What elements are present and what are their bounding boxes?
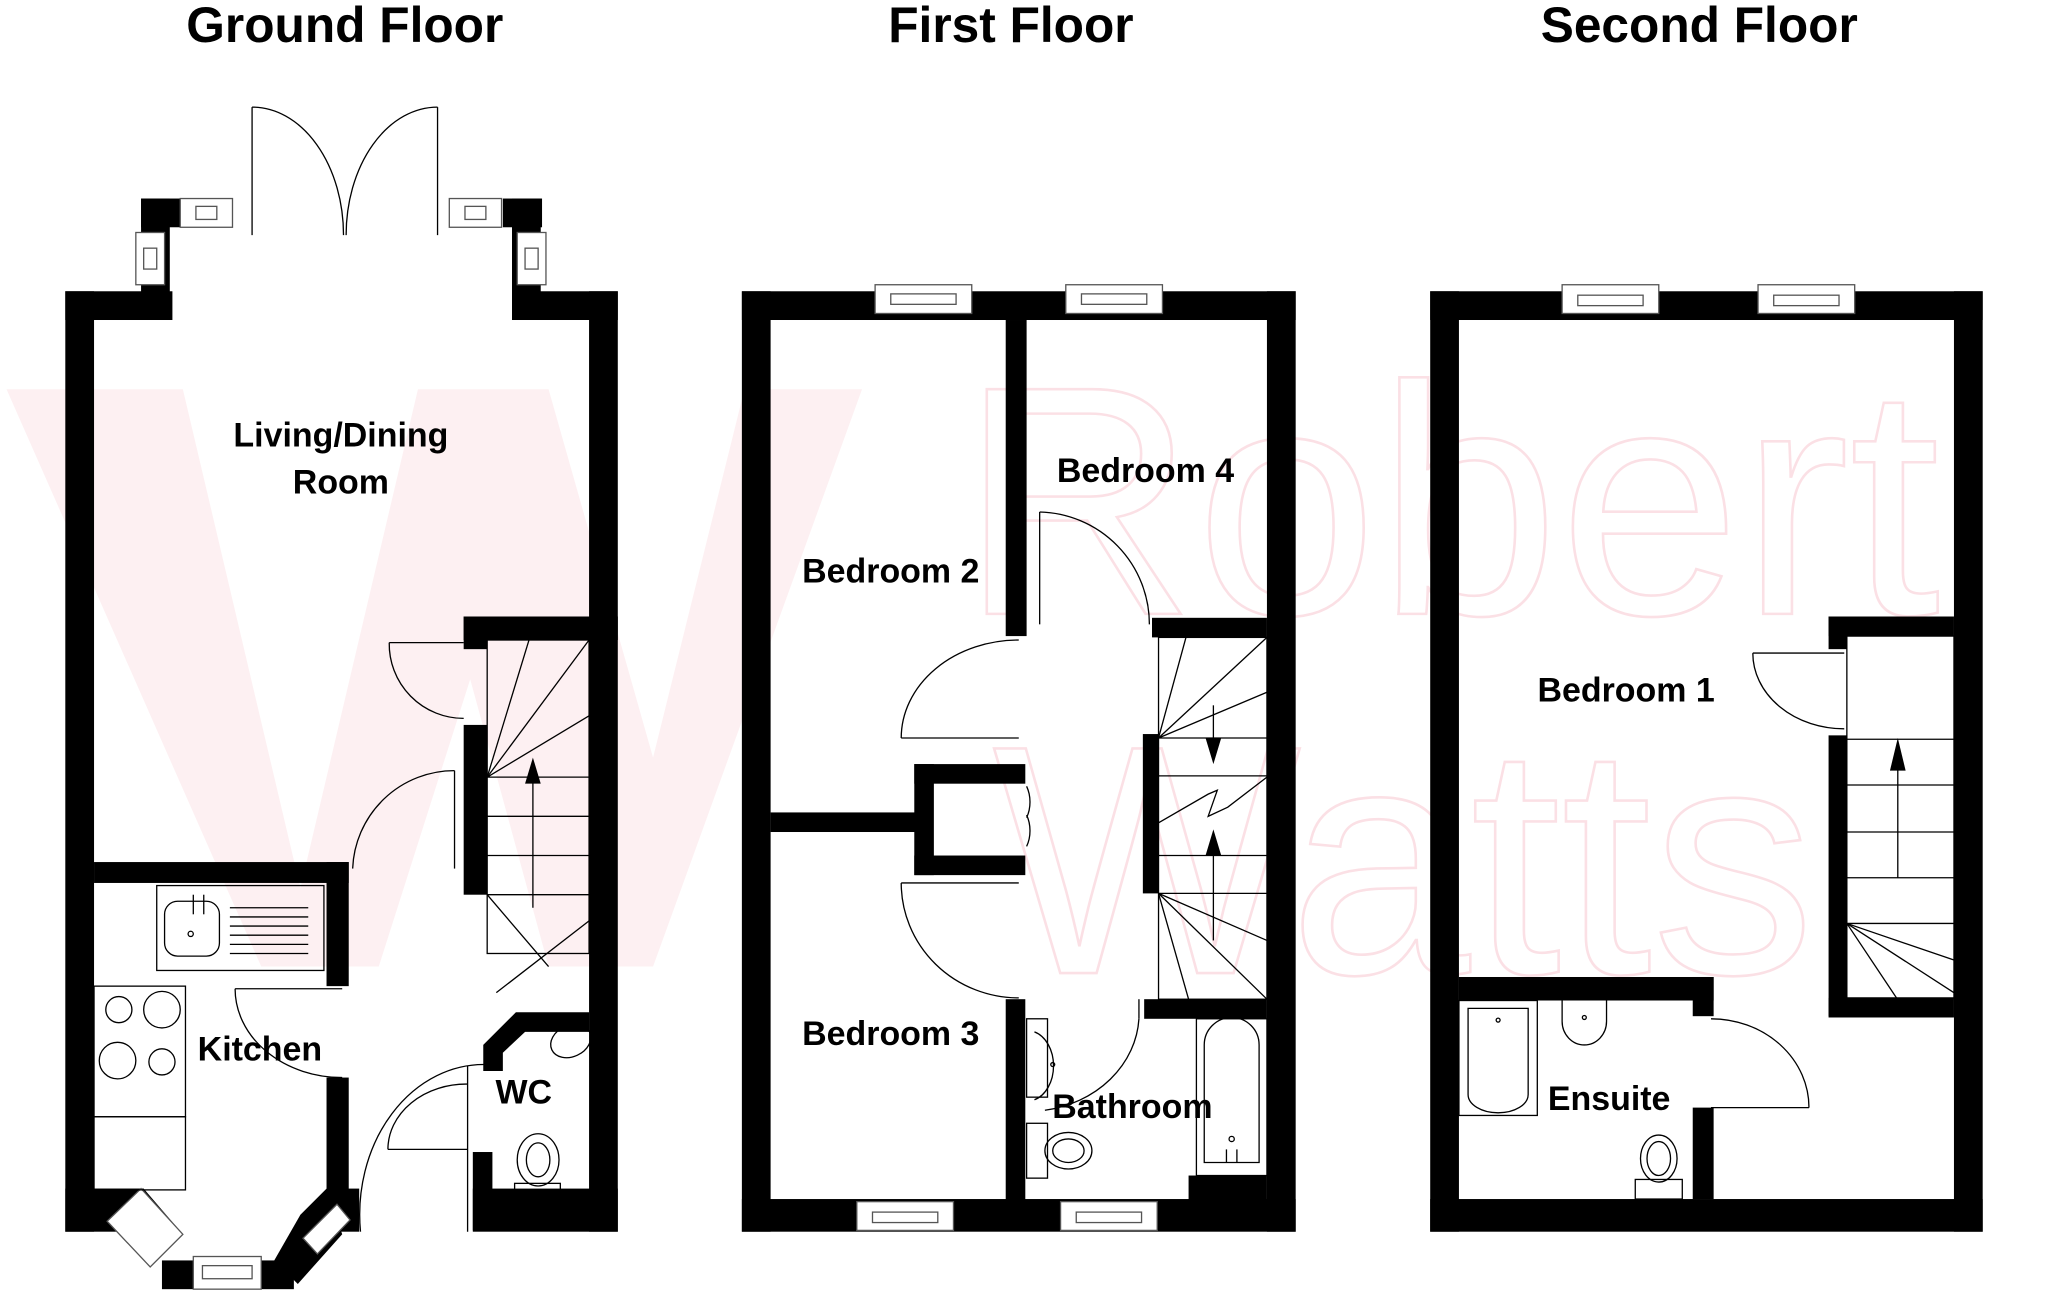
ensuite-bath: [1458, 999, 1538, 1117]
bathroom-door[interactable]: [1044, 999, 1140, 1111]
living-room-door[interactable]: [352, 769, 456, 869]
french-doors[interactable]: [251, 106, 439, 236]
rear-window-right: [448, 197, 547, 286]
bathroom-toilet: [1025, 1122, 1093, 1179]
room-label-ensuite: Ensuite: [1548, 1080, 1671, 1118]
bay-window-right: [302, 1203, 351, 1255]
bathroom-basin: [1025, 1018, 1056, 1101]
ensuite-basin: [1561, 1000, 1608, 1046]
room-label-bedroom-2: Bedroom 2: [802, 553, 979, 591]
room-label-bedroom-3: Bedroom 3: [802, 1015, 979, 1053]
first-floor-plan: Bedroom 2 Bedroom 4 Bedroom 3 Bathroom: [741, 284, 1296, 1232]
wc-toilet: [513, 1133, 561, 1208]
airing-cupboard-doors[interactable]: [1026, 786, 1031, 847]
room-label-living-dining-line2: Room: [293, 464, 389, 502]
rear-window-left: [135, 197, 234, 286]
stair-direction-arrow: [525, 757, 541, 784]
kitchen-hob: [93, 985, 187, 1118]
room-label-living-dining: Living/Dining: [233, 417, 448, 455]
ground-floor-staircase[interactable]: [486, 639, 590, 994]
stair-down-arrow: [1205, 737, 1222, 765]
ground-floor-title: Ground Floor: [186, 0, 503, 53]
kitchen-counter: [93, 1116, 187, 1191]
second-floor-title: Second Floor: [1541, 0, 1858, 53]
bedroom-1-door[interactable]: [1752, 652, 1845, 730]
bay-window-left: [106, 1187, 184, 1268]
second-floor-staircase[interactable]: [1846, 635, 1955, 999]
ensuite-toilet: [1634, 1134, 1683, 1200]
ensuite-door[interactable]: [1711, 1018, 1810, 1109]
bathroom-bath: [1195, 1016, 1268, 1177]
room-label-bathroom: Bathroom: [1052, 1088, 1212, 1126]
bedroom-4-door[interactable]: [1039, 511, 1151, 625]
watermark-logo-w: [6, 389, 863, 967]
room-label-bedroom-4: Bedroom 4: [1057, 452, 1234, 490]
room-label-wc: WC: [495, 1074, 552, 1112]
bedroom-2-door[interactable]: [900, 639, 1019, 739]
ground-floor-plan: Living/Dining Room Kitchen WC: [65, 106, 618, 1290]
understairs-cupboard-door[interactable]: [388, 641, 464, 720]
front-door[interactable]: [359, 1063, 486, 1232]
stair-up-arrow: [1889, 737, 1906, 771]
second-floor-plan: Bedroom 1 Ensuite: [1430, 284, 1983, 1232]
room-label-bedroom-1: Bedroom 1: [1537, 671, 1714, 709]
room-label-kitchen: Kitchen: [198, 1031, 322, 1069]
bay-window-center: [192, 1255, 262, 1290]
wc-basin: [550, 1023, 592, 1059]
stair-up-arrow: [1205, 829, 1222, 856]
first-floor-title: First Floor: [888, 0, 1133, 53]
bedroom-3-door[interactable]: [900, 882, 1019, 999]
kitchen-sink: [156, 884, 325, 972]
kitchen-door[interactable]: [234, 988, 343, 1079]
first-floor-staircase[interactable]: [1157, 636, 1268, 1000]
